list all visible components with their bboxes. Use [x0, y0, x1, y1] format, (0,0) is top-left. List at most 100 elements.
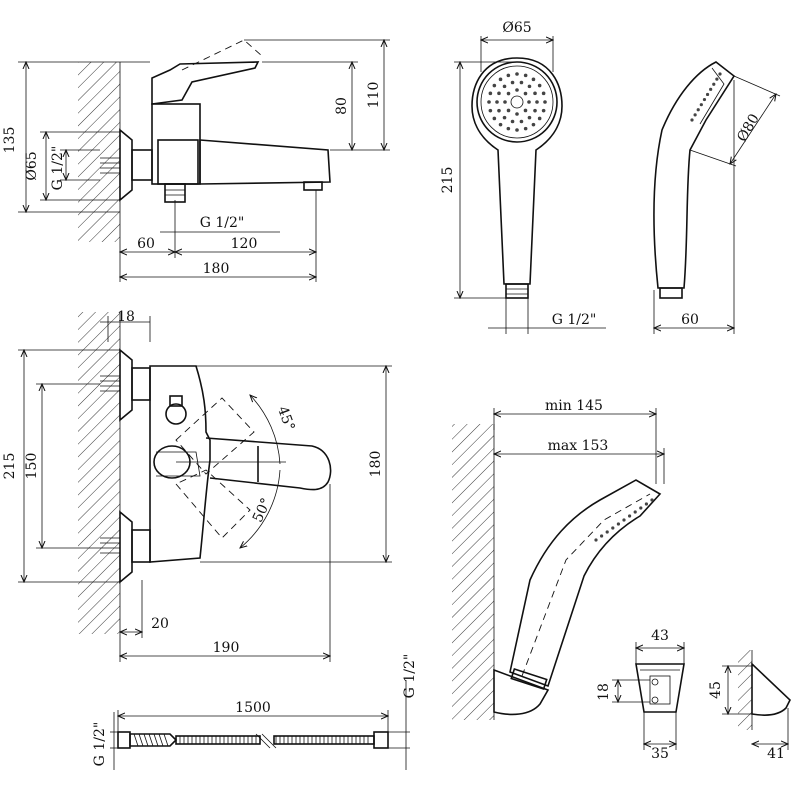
nozzle-dot — [628, 514, 632, 518]
nozzle-dot — [515, 88, 519, 92]
holder-front-view: 43 18 35 — [596, 628, 684, 762]
nozzle-dot — [498, 77, 503, 82]
knurl-line — [148, 733, 154, 747]
nozzle-dot — [519, 119, 524, 124]
dim-overall-height: 215 — [2, 453, 18, 480]
nozzle-dot — [533, 91, 537, 96]
hose-left-connector — [129, 733, 178, 747]
dim-min-reach: min 145 — [545, 398, 603, 414]
dim-wall-depth: 18 — [117, 309, 135, 325]
dim-angle-up: 45° — [274, 404, 298, 433]
nozzle-dot — [537, 83, 542, 88]
nozzle-dot — [709, 87, 713, 91]
mixer-top-view: 18 215 150 180 45° 50° 20 190 — [2, 309, 392, 662]
dim-spout-reach: 120 — [231, 236, 258, 252]
nozzle-dot — [497, 108, 501, 113]
wall-holder — [493, 668, 550, 716]
nozzle-dot — [519, 80, 524, 85]
dim-shower-thread: G 1/2" — [552, 312, 597, 328]
nozzle-dot — [523, 91, 528, 96]
spout-top — [205, 437, 332, 491]
holder-side-view: 45 41 — [708, 650, 791, 762]
mixer-side-view: 135 Ø65 G 1/2" 110 80 G 1/2" 60 120 180 — [2, 40, 390, 282]
dim-angle-down: 50° — [250, 496, 275, 525]
nozzle-dot — [531, 77, 536, 82]
nozzle-dot — [541, 91, 546, 96]
wall-hatch — [78, 62, 120, 242]
nozzle-dot — [527, 84, 532, 89]
dim-body-height: 180 — [368, 451, 384, 478]
nozzle-dot — [510, 80, 515, 85]
nozzle-dot — [487, 100, 491, 104]
nozzle-dot — [502, 84, 507, 89]
dim-head-diameter: Ø65 — [502, 20, 531, 36]
nozzle-dot — [650, 498, 654, 502]
dim-shower-length: 215 — [440, 167, 456, 194]
nozzle-dot — [515, 72, 519, 76]
hose-ribs — [179, 736, 369, 744]
nozzle-dot — [611, 526, 615, 530]
dim-holder-height: 45 — [708, 681, 724, 699]
dim-hose-thread-left: G 1/2" — [92, 722, 108, 767]
dim-wall-offset: 20 — [151, 616, 169, 632]
nozzle-dot — [488, 108, 493, 113]
nozzle-dot — [506, 108, 511, 113]
nozzle-dot — [523, 126, 528, 131]
dim-reach: 190 — [213, 640, 240, 656]
dim-total-length: 180 — [203, 261, 230, 277]
holder-assembly-view: min 145 max 153 — [452, 398, 664, 720]
knurl-line — [158, 733, 164, 747]
dim-height-total: 135 — [2, 127, 18, 154]
nozzle-dot — [702, 97, 707, 102]
nozzle-dot — [492, 83, 497, 88]
nozzle-dot — [543, 100, 547, 104]
mixer-body — [151, 103, 201, 185]
nozzle-dot — [498, 122, 503, 127]
dim-holder-depth: 41 — [767, 746, 785, 762]
hand-shower-front-view: Ø65 215 G 1/2" — [440, 20, 606, 334]
nozzle-dot — [503, 100, 507, 104]
nozzle-dot — [523, 108, 528, 113]
hose-right-connector — [373, 731, 389, 749]
nozzle-dot — [696, 108, 700, 112]
nozzle-dot — [690, 118, 694, 122]
nozzle-dot — [506, 73, 511, 78]
holder-front — [635, 663, 685, 713]
nozzle-dot — [506, 91, 511, 96]
nozzle-dot — [523, 73, 528, 78]
nozzle-dot — [515, 128, 519, 132]
nozzle-dot — [622, 518, 626, 522]
nozzle-dot — [527, 100, 531, 104]
wall-hatch-top — [78, 312, 120, 634]
nozzle-dot — [531, 122, 536, 127]
dim-holder-width: 43 — [651, 628, 669, 644]
knurl-line — [138, 733, 144, 747]
nozzle-dot — [605, 530, 609, 534]
nozzle-dot — [506, 126, 511, 131]
dim-holder-slot: 18 — [596, 683, 612, 701]
dim-flange-diameter: Ø65 — [24, 151, 40, 180]
nozzle-dot — [600, 534, 604, 538]
nozzle-dot — [715, 77, 719, 81]
hose-left-section — [175, 735, 261, 745]
nozzle-dot — [527, 115, 532, 120]
nozzle-dot — [535, 100, 539, 104]
hand-shower-side-view: Ø80 60 — [654, 61, 781, 334]
hand-shower-body — [471, 57, 563, 285]
dim-holder-base: 35 — [651, 746, 669, 762]
nozzle-dot — [492, 116, 497, 121]
dim-max-reach: max 153 — [548, 438, 609, 454]
dim-height-lever: 80 — [334, 97, 350, 115]
nozzle-dot — [699, 103, 703, 107]
nozzle-dot — [712, 82, 716, 86]
mixer-body-top — [149, 365, 211, 563]
knurl-line — [153, 733, 159, 747]
nozzle-dot — [488, 91, 493, 96]
knurl-line — [133, 733, 139, 747]
nozzle-dot — [515, 112, 519, 116]
nozzle-dot — [495, 100, 499, 104]
wall-flange — [119, 128, 133, 202]
dim-hose-length: 1500 — [235, 700, 271, 716]
nozzle-dot — [639, 506, 643, 510]
